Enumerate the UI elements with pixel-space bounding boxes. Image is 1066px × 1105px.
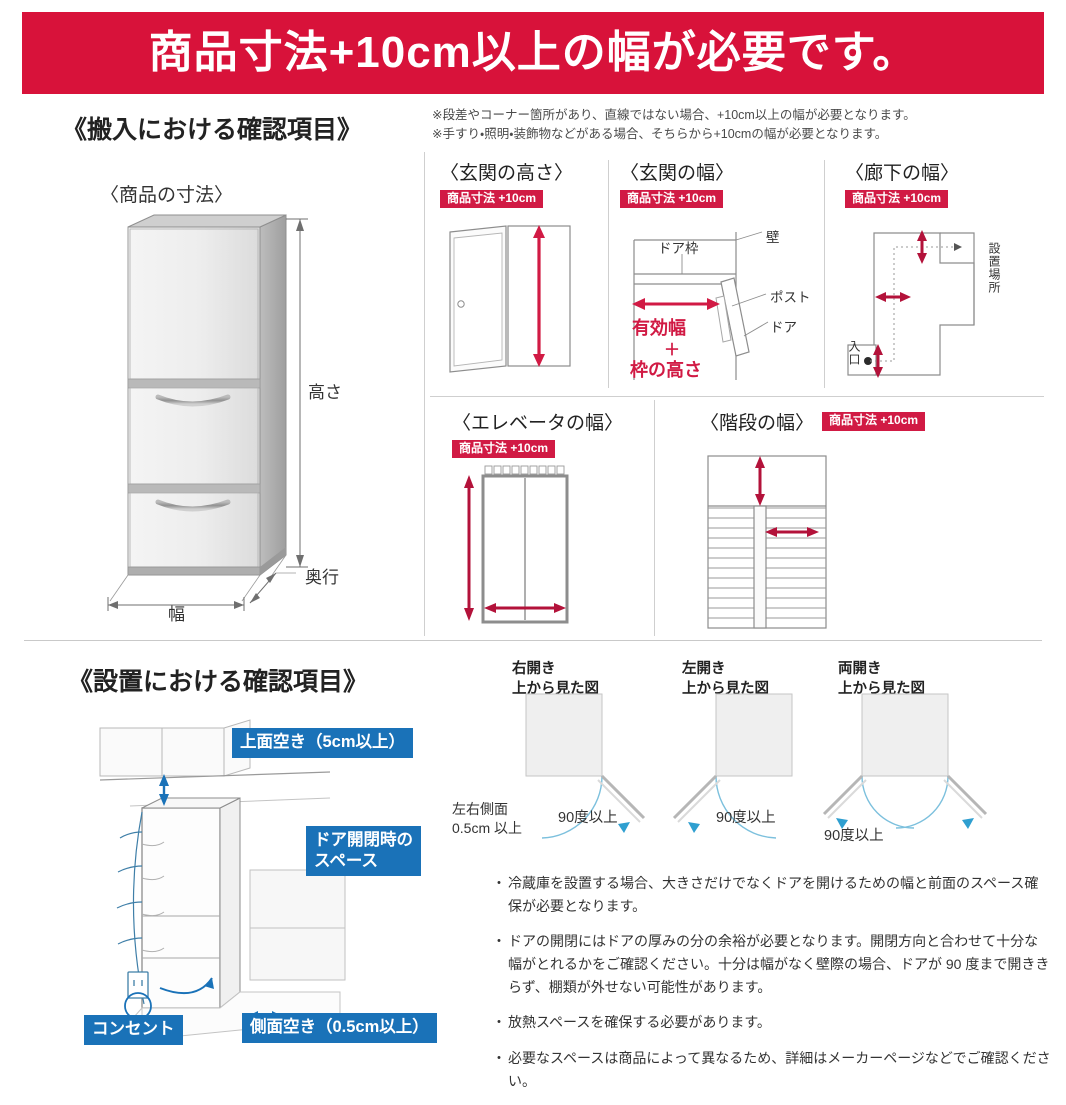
bullet-mark: ・ [492,933,506,950]
bullet-text-3: 放熱スペースを確保する必要があります。 [508,1014,771,1031]
dimension-label-width: 幅 [168,605,185,624]
dimension-label-height: 高さ [308,383,342,402]
bullet-item: ・ 放熱スペースを確保する必要があります。 [492,1011,1052,1034]
panel-corridor-width: 〈廊下の幅〉 商品寸法 +10cm [845,158,960,209]
panel-corridor-width-title: 〈廊下の幅〉 [845,163,960,184]
note-line-2: ※手すり・照明・装飾物などがある場合、そちらから+10cmの幅が必要となります。 [432,127,888,142]
stairs-diagram [698,450,858,635]
label-post: ポスト [770,290,811,305]
top-notes: ※段差やコーナー箇所があり、直線ではない場合、+10cm以上の幅が必要となります… [432,106,1048,145]
callout-top-clearance: 上面空き（5cm以上） [232,728,414,758]
dimension-label-depth: 奥行 [305,568,339,587]
callout-outlet: コンセント [84,1015,183,1045]
swing-diagram-both [810,693,1000,854]
label-install-place: 設置場所 [987,242,1001,294]
header-banner: 商品寸法+10cm以上の幅が必要です。 [22,12,1044,94]
label-effective-width: 有効幅 [632,318,686,338]
swing-view-right: 上から見た図 [512,680,599,697]
panel-elevator-width: 〈エレベータの幅〉 商品寸法 +10cm [452,408,624,459]
swing-diagram-left [666,693,806,849]
section-heading-carry-in: 《搬入における確認項目》 [62,116,363,144]
bullet-text-1: 冷蔵庫を設置する場合、大きさだけでなくドアを開けるための幅と前面のスペース確保が… [508,875,1039,914]
panel-elevator-width-title: 〈エレベータの幅〉 [452,413,624,434]
swing-name-both: 両開き [838,661,882,677]
bullet-item: ・ 冷蔵庫を設置する場合、大きさだけでなくドアを開けるための幅と前面のスペース確… [492,872,1052,917]
vertical-divider-main [424,152,425,636]
bullet-mark: ・ [492,1014,506,1031]
panel-corridor-width-badge: 商品寸法 +10cm [845,190,949,209]
swing-angle-both: 90度以上 [824,828,884,844]
label-wall: 壁 [766,230,780,245]
bullet-text-2: ドアの開閉にはドアの厚みの分の余裕が必要となります。開閉方向と合わせて十分な幅が… [508,933,1050,995]
callout-door-space: ドア開閉時の スペース [306,826,421,877]
panel-entrance-width-badge: 商品寸法 +10cm [620,190,724,209]
label-entrance: 入口 [847,340,861,366]
swing-title-right: 右開き上から見た図 [512,660,599,699]
side-clearance-note: 左右側面 0.5cm 以上 [452,801,523,836]
bullet-item: ・ 必要なスペースは商品によって異なるため、詳細はメーカーページなどでご確認くだ… [492,1047,1052,1092]
refrigerator-illustration [100,214,400,630]
swing-view-both: 上から見た図 [838,680,925,697]
panel-stairs-width-badge: 商品寸法 +10cm [822,412,926,431]
vertical-divider-entrance [608,160,609,388]
swing-angle-left: 90度以上 [716,810,776,826]
entrance-width-diagram [616,222,831,387]
swing-diagram-right [512,693,652,849]
panel-entrance-height-badge: 商品寸法 +10cm [440,190,544,209]
swing-angle-right: 90度以上 [558,810,618,826]
banner-title: 商品寸法+10cm以上の幅が必要です。 [148,28,918,77]
section-heading-install: 《設置における確認項目》 [68,668,369,696]
swing-view-left: 上から見た図 [682,680,769,697]
entrance-height-diagram [440,218,595,383]
vertical-divider-corridor [824,160,825,388]
swing-name-left: 左開き [682,661,726,677]
notes-bullet-list: ・ 冷蔵庫を設置する場合、大きさだけでなくドアを開けるための幅と前面のスペース確… [492,872,1052,1105]
bullet-mark: ・ [492,1050,506,1067]
panel-stairs-width: 〈階段の幅〉 商品寸法 +10cm [700,408,926,435]
subheading-product-dimensions: 〈商品の寸法〉 [100,185,234,206]
horizontal-divider-grid [430,396,1044,397]
infographic-page: 商品寸法+10cm以上の幅が必要です。 ※段差やコーナー箇所があり、直線ではない… [22,12,1051,1089]
callout-side-clearance: 側面空き（0.5cm以上） [242,1013,437,1043]
label-door: ドア [770,320,797,335]
section-divider [24,640,1042,641]
panel-entrance-width: 〈玄関の幅〉 商品寸法 +10cm [620,158,735,209]
panel-entrance-height-title: 〈玄関の高さ〉 [440,163,574,184]
swing-name-right: 右開き [512,661,556,677]
panel-elevator-width-badge: 商品寸法 +10cm [452,440,556,459]
label-plus-sign: ＋ [664,342,681,359]
bullet-text-4: 必要なスペースは商品によって異なるため、詳細はメーカーページなどでご確認ください… [508,1050,1051,1089]
label-frame-height: 枠の高さ [630,360,702,380]
bullet-mark: ・ [492,875,506,891]
swing-title-left: 左開き上から見た図 [682,660,769,699]
vertical-divider-stairs [654,400,655,636]
panel-stairs-width-title: 〈階段の幅〉 [700,413,815,434]
label-door-frame: ドア枠 [658,241,699,256]
corridor-diagram [847,225,1042,385]
swing-title-both: 両開き上から見た図 [838,660,925,699]
bullet-item: ・ ドアの開閉にはドアの厚みの分の余裕が必要となります。開閉方向と合わせて十分な… [492,930,1052,998]
elevator-diagram [455,462,605,632]
note-line-1: ※段差やコーナー箇所があり、直線ではない場合、+10cm以上の幅が必要となります… [432,108,916,122]
panel-entrance-width-title: 〈玄関の幅〉 [620,163,735,184]
panel-entrance-height: 〈玄関の高さ〉 商品寸法 +10cm [440,158,574,209]
installation-illustration [99,719,460,1050]
